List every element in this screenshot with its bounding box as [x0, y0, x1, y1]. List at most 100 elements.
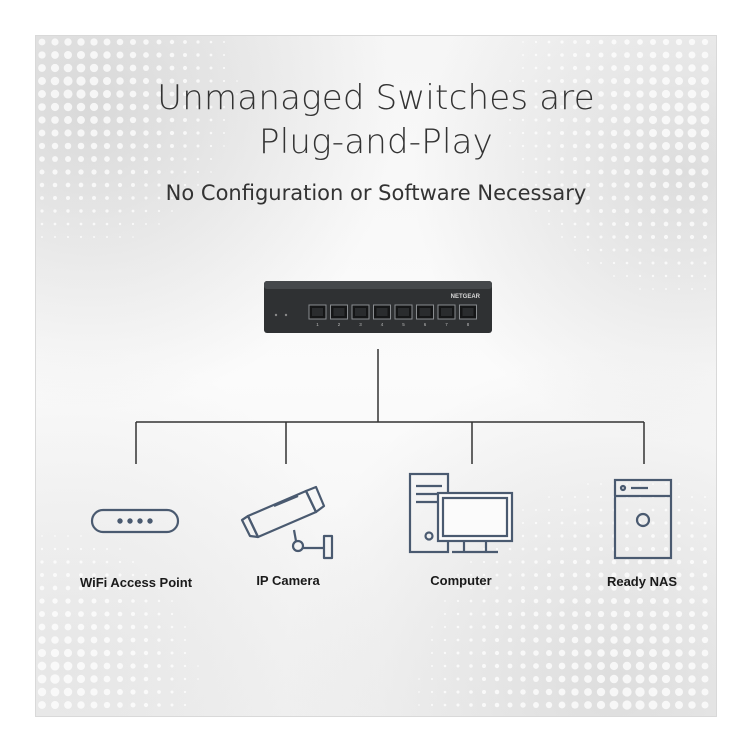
background-dot — [675, 610, 683, 618]
background-dot — [130, 611, 136, 617]
background-dot — [559, 130, 565, 136]
background-dot — [611, 559, 617, 565]
background-dot — [170, 196, 174, 200]
background-dot — [688, 623, 696, 631]
background-dot — [50, 63, 60, 73]
background-dot — [688, 155, 696, 163]
background-dot — [622, 674, 632, 684]
background-dot — [612, 222, 616, 226]
background-dot — [469, 690, 473, 694]
nas-icon — [613, 478, 673, 560]
background-dot — [677, 274, 681, 278]
background-dot — [547, 170, 551, 174]
background-dot — [52, 585, 58, 591]
background-dot — [662, 64, 670, 72]
background-dot — [545, 662, 553, 670]
background-dot — [456, 664, 460, 668]
background-dot — [90, 688, 98, 696]
background-dot — [509, 93, 511, 95]
background-dot — [609, 661, 619, 671]
background-dot — [691, 288, 693, 290]
background-dot — [598, 598, 604, 604]
background-dot — [701, 168, 709, 176]
background-dot — [117, 169, 123, 175]
background-dot — [702, 559, 708, 565]
background-dot — [676, 234, 682, 240]
background-dot — [650, 572, 656, 578]
background-dot — [610, 77, 618, 85]
background-dot — [522, 41, 524, 43]
background-dot — [51, 636, 59, 644]
background-dot — [209, 40, 213, 44]
background-dot — [509, 145, 511, 147]
background-dot — [585, 52, 591, 58]
background-dot — [623, 623, 631, 631]
background-dot — [701, 38, 709, 46]
background-dot — [611, 195, 617, 201]
background-dot — [184, 197, 186, 199]
background-dot — [663, 559, 669, 565]
background-dot — [598, 52, 604, 58]
background-dot — [599, 222, 603, 226]
background-dot — [157, 612, 161, 616]
background-dot — [483, 548, 485, 550]
background-dot — [40, 573, 44, 577]
background-dot — [117, 624, 123, 630]
background-dot — [623, 129, 631, 137]
background-dot — [482, 612, 486, 616]
switch-port-number: 6 — [424, 322, 427, 327]
background-dot — [585, 91, 591, 97]
background-dot — [612, 248, 616, 252]
reset-led-icon — [284, 313, 288, 317]
background-dot — [661, 115, 671, 125]
background-dot — [598, 169, 604, 175]
background-dot — [704, 496, 706, 498]
background-dot — [688, 38, 696, 46]
background-dot — [169, 91, 175, 97]
background-dot — [156, 39, 162, 45]
background-dot — [91, 598, 97, 604]
background-dot — [689, 195, 695, 201]
background-dot — [38, 116, 46, 124]
background-dot — [638, 248, 642, 252]
background-dot — [469, 638, 473, 642]
background-dot — [701, 701, 709, 709]
background-dot — [571, 649, 579, 657]
background-dot — [598, 195, 604, 201]
background-dot — [183, 703, 187, 707]
background-dot — [53, 560, 57, 564]
background-dot — [611, 169, 617, 175]
background-dot — [651, 534, 655, 538]
background-dot — [38, 51, 46, 59]
background-dot — [51, 701, 59, 709]
background-dot — [572, 572, 578, 578]
background-dot — [689, 572, 695, 578]
background-dot — [77, 116, 85, 124]
background-dot — [457, 574, 459, 576]
background-dot — [470, 561, 472, 563]
background-dot — [63, 63, 73, 73]
background-dot — [131, 183, 135, 187]
background-dot — [574, 496, 576, 498]
background-dot — [89, 89, 99, 99]
background-dot — [103, 51, 111, 59]
background-dot — [585, 572, 591, 578]
background-dot — [690, 248, 694, 252]
background-dot — [561, 236, 563, 238]
background-dot — [624, 208, 630, 214]
background-dot — [482, 573, 486, 577]
background-dot — [430, 703, 434, 707]
background-dot — [130, 650, 136, 656]
background-dot — [91, 182, 97, 188]
background-dot — [129, 77, 137, 85]
background-dot — [507, 637, 513, 643]
background-dot — [560, 222, 564, 226]
background-dot — [571, 675, 579, 683]
background-dot — [77, 142, 85, 150]
background-dot — [572, 104, 578, 110]
background-dot — [418, 678, 420, 680]
background-dot — [91, 169, 97, 175]
background-dot — [92, 560, 96, 564]
background-dot — [688, 701, 696, 709]
background-dot — [534, 66, 538, 70]
